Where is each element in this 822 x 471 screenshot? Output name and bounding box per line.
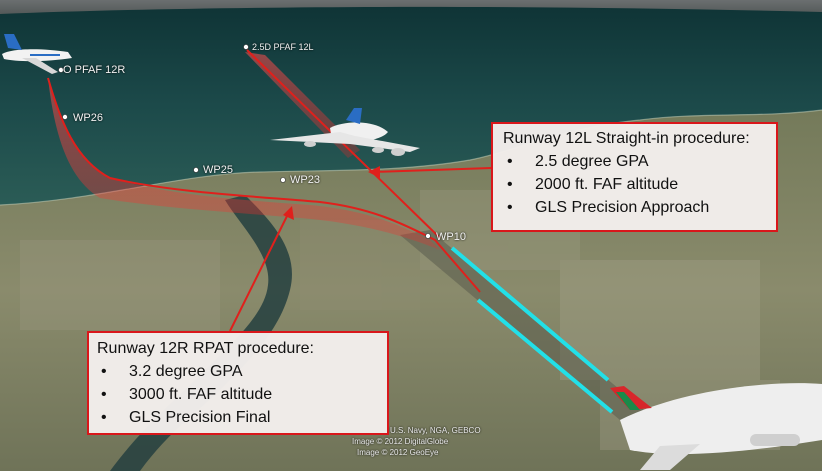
waypoint-label-wp23: WP23 [290,174,320,186]
callout-runway-12r: Runway 12R RPAT procedure: 3.2 degree GP… [87,331,389,435]
callout-item: 2000 ft. FAF altitude [503,173,766,196]
callout-item: GLS Precision Approach [503,196,766,219]
callout-12r-arrow [229,209,291,332]
a380-airplane-icon [270,108,420,156]
callout-item: 3000 ft. FAF altitude [97,383,379,406]
callout-item: 2.5 degree GPA [503,150,766,173]
waypoint-label-wp25: WP25 [203,164,233,176]
rpat-12r-ribbon [48,78,440,250]
emirates-airplane-icon [610,383,822,470]
waypoint-label-pfaf-12r: O PFAF 12R [63,64,126,76]
imagery-credit-3: Image © 2012 GeoEye [357,448,439,457]
imagery-credit-1: U.S. Navy, NGA, GEBCO [390,426,481,435]
sea [0,6,822,205]
runway-12l-final [450,246,610,382]
callout-12l-arrowhead [368,166,380,178]
imagery-credit-2: Image © 2012 DigitalGlobe [352,437,449,446]
waypoint-label-wp26: WP26 [73,112,103,124]
callout-12r-arrowhead [283,206,294,220]
callout-item: 3.2 degree GPA [97,360,379,383]
callout-12l-arrow [371,167,492,173]
callout-list: 3.2 degree GPA 3000 ft. FAF altitude GLS… [97,360,379,429]
callout-list: 2.5 degree GPA 2000 ft. FAF altitude GLS… [503,150,766,219]
airplane-icon [2,34,72,74]
waypoint-label-pfaf-12l: 2.5D PFAF 12L [252,42,314,52]
callout-item: GLS Precision Final [97,406,379,429]
callout-runway-12l: Runway 12L Straight-in procedure: 2.5 de… [491,122,778,232]
waypoint-label-wp10: WP10 [436,231,466,243]
callout-title: Runway 12L Straight-in procedure: [503,130,750,147]
runway-12r-final [476,298,614,414]
waypoint-markers [58,44,431,239]
straight-in-12l-path [246,49,441,239]
rpat-12r-path [47,77,481,293]
callout-title: Runway 12R RPAT procedure: [97,340,314,357]
airport-area [400,230,650,420]
